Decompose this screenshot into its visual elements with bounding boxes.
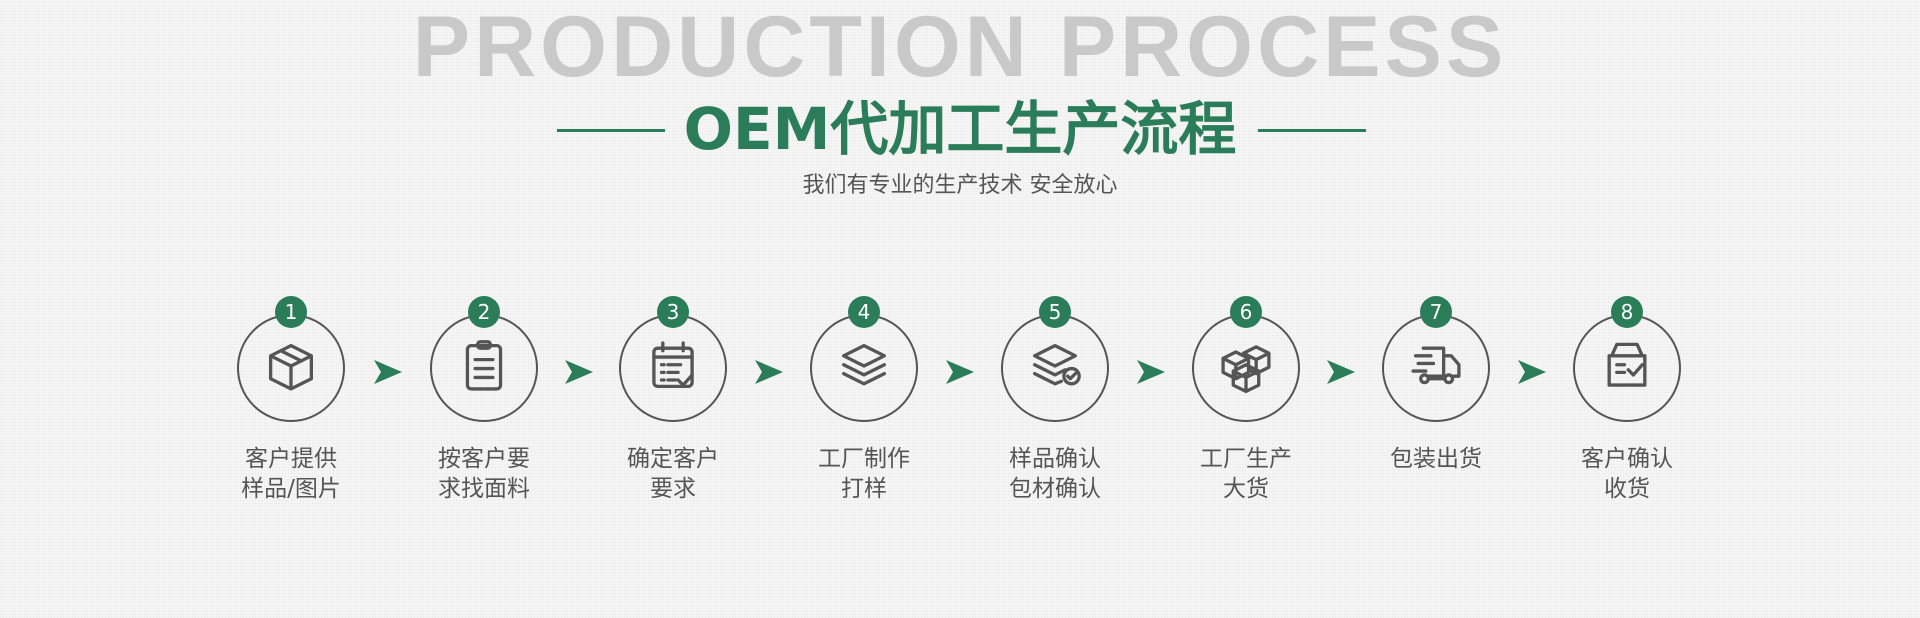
step-label-line2: 大货 — [1223, 476, 1269, 502]
step-label-line2: 样品/图片 — [241, 476, 341, 502]
step-label-line1: 确定客户 — [627, 446, 719, 472]
step-label-line2: 求找面料 — [438, 476, 530, 502]
step-circle: 8 — [1573, 296, 1681, 422]
step-number-badge: 1 — [275, 296, 307, 328]
process-step: 7 包装出货 — [1341, 296, 1531, 474]
boxes-icon — [1218, 338, 1274, 398]
box-icon — [263, 338, 319, 398]
step-label-line1: 客户确认 — [1581, 446, 1673, 472]
box-check-icon — [1599, 338, 1655, 398]
page-subtitle: 我们有专业的生产技术 安全放心 — [802, 173, 1118, 198]
step-number-badge: 4 — [848, 296, 880, 328]
step-label-line1: 客户提供 — [245, 446, 337, 472]
step-circle: 2 — [430, 296, 538, 422]
layers-check-icon — [1027, 338, 1083, 398]
step-number-badge: 7 — [1420, 296, 1452, 328]
page-title: OEM代加工生产流程 — [683, 95, 1237, 163]
process-step: 5 样品确认包材确认 — [960, 296, 1150, 504]
step-label-line1: 工厂生产 — [1200, 446, 1292, 472]
step-label-line1: 按客户要 — [438, 446, 530, 472]
process-step: 8 客户确认收货 — [1532, 296, 1722, 504]
step-label-line1: 样品确认 — [1009, 446, 1101, 472]
step-label-line2: 包材确认 — [1009, 476, 1101, 502]
process-step: 1 客户提供样品/图片 — [196, 296, 386, 504]
step-number-badge: 6 — [1230, 296, 1262, 328]
step-circle: 3 — [619, 296, 727, 422]
step-label-line1: 包装出货 — [1390, 446, 1482, 472]
title-divider-left — [557, 129, 665, 132]
delivery-truck-icon — [1408, 338, 1464, 398]
step-circle: 5 — [1001, 296, 1109, 422]
step-number-badge: 8 — [1611, 296, 1643, 328]
step-label-line1: 工厂制作 — [818, 446, 910, 472]
process-step: 4 工厂制作打样 — [769, 296, 959, 504]
process-step: 3 确定客户要求 — [578, 296, 768, 504]
step-number-badge: 5 — [1039, 296, 1071, 328]
step-circle: 1 — [237, 296, 345, 422]
process-step: 6 工厂生产大货 — [1151, 296, 1341, 504]
process-step: 2 按客户要求找面料 — [389, 296, 579, 504]
step-label-line2: 打样 — [841, 476, 887, 502]
step-circle: 7 — [1382, 296, 1490, 422]
title-divider-right — [1258, 129, 1366, 132]
calendar-check-icon — [645, 338, 701, 398]
step-number-badge: 3 — [657, 296, 689, 328]
step-label-line2: 收货 — [1604, 476, 1650, 502]
clipboard-icon — [456, 338, 512, 398]
step-circle: 4 — [810, 296, 918, 422]
step-number-badge: 2 — [468, 296, 500, 328]
step-label-line2: 要求 — [650, 476, 696, 502]
layers-icon — [836, 338, 892, 398]
step-circle: 6 — [1192, 296, 1300, 422]
background-english-title: PRODUCTION PROCESS — [412, 0, 1508, 95]
